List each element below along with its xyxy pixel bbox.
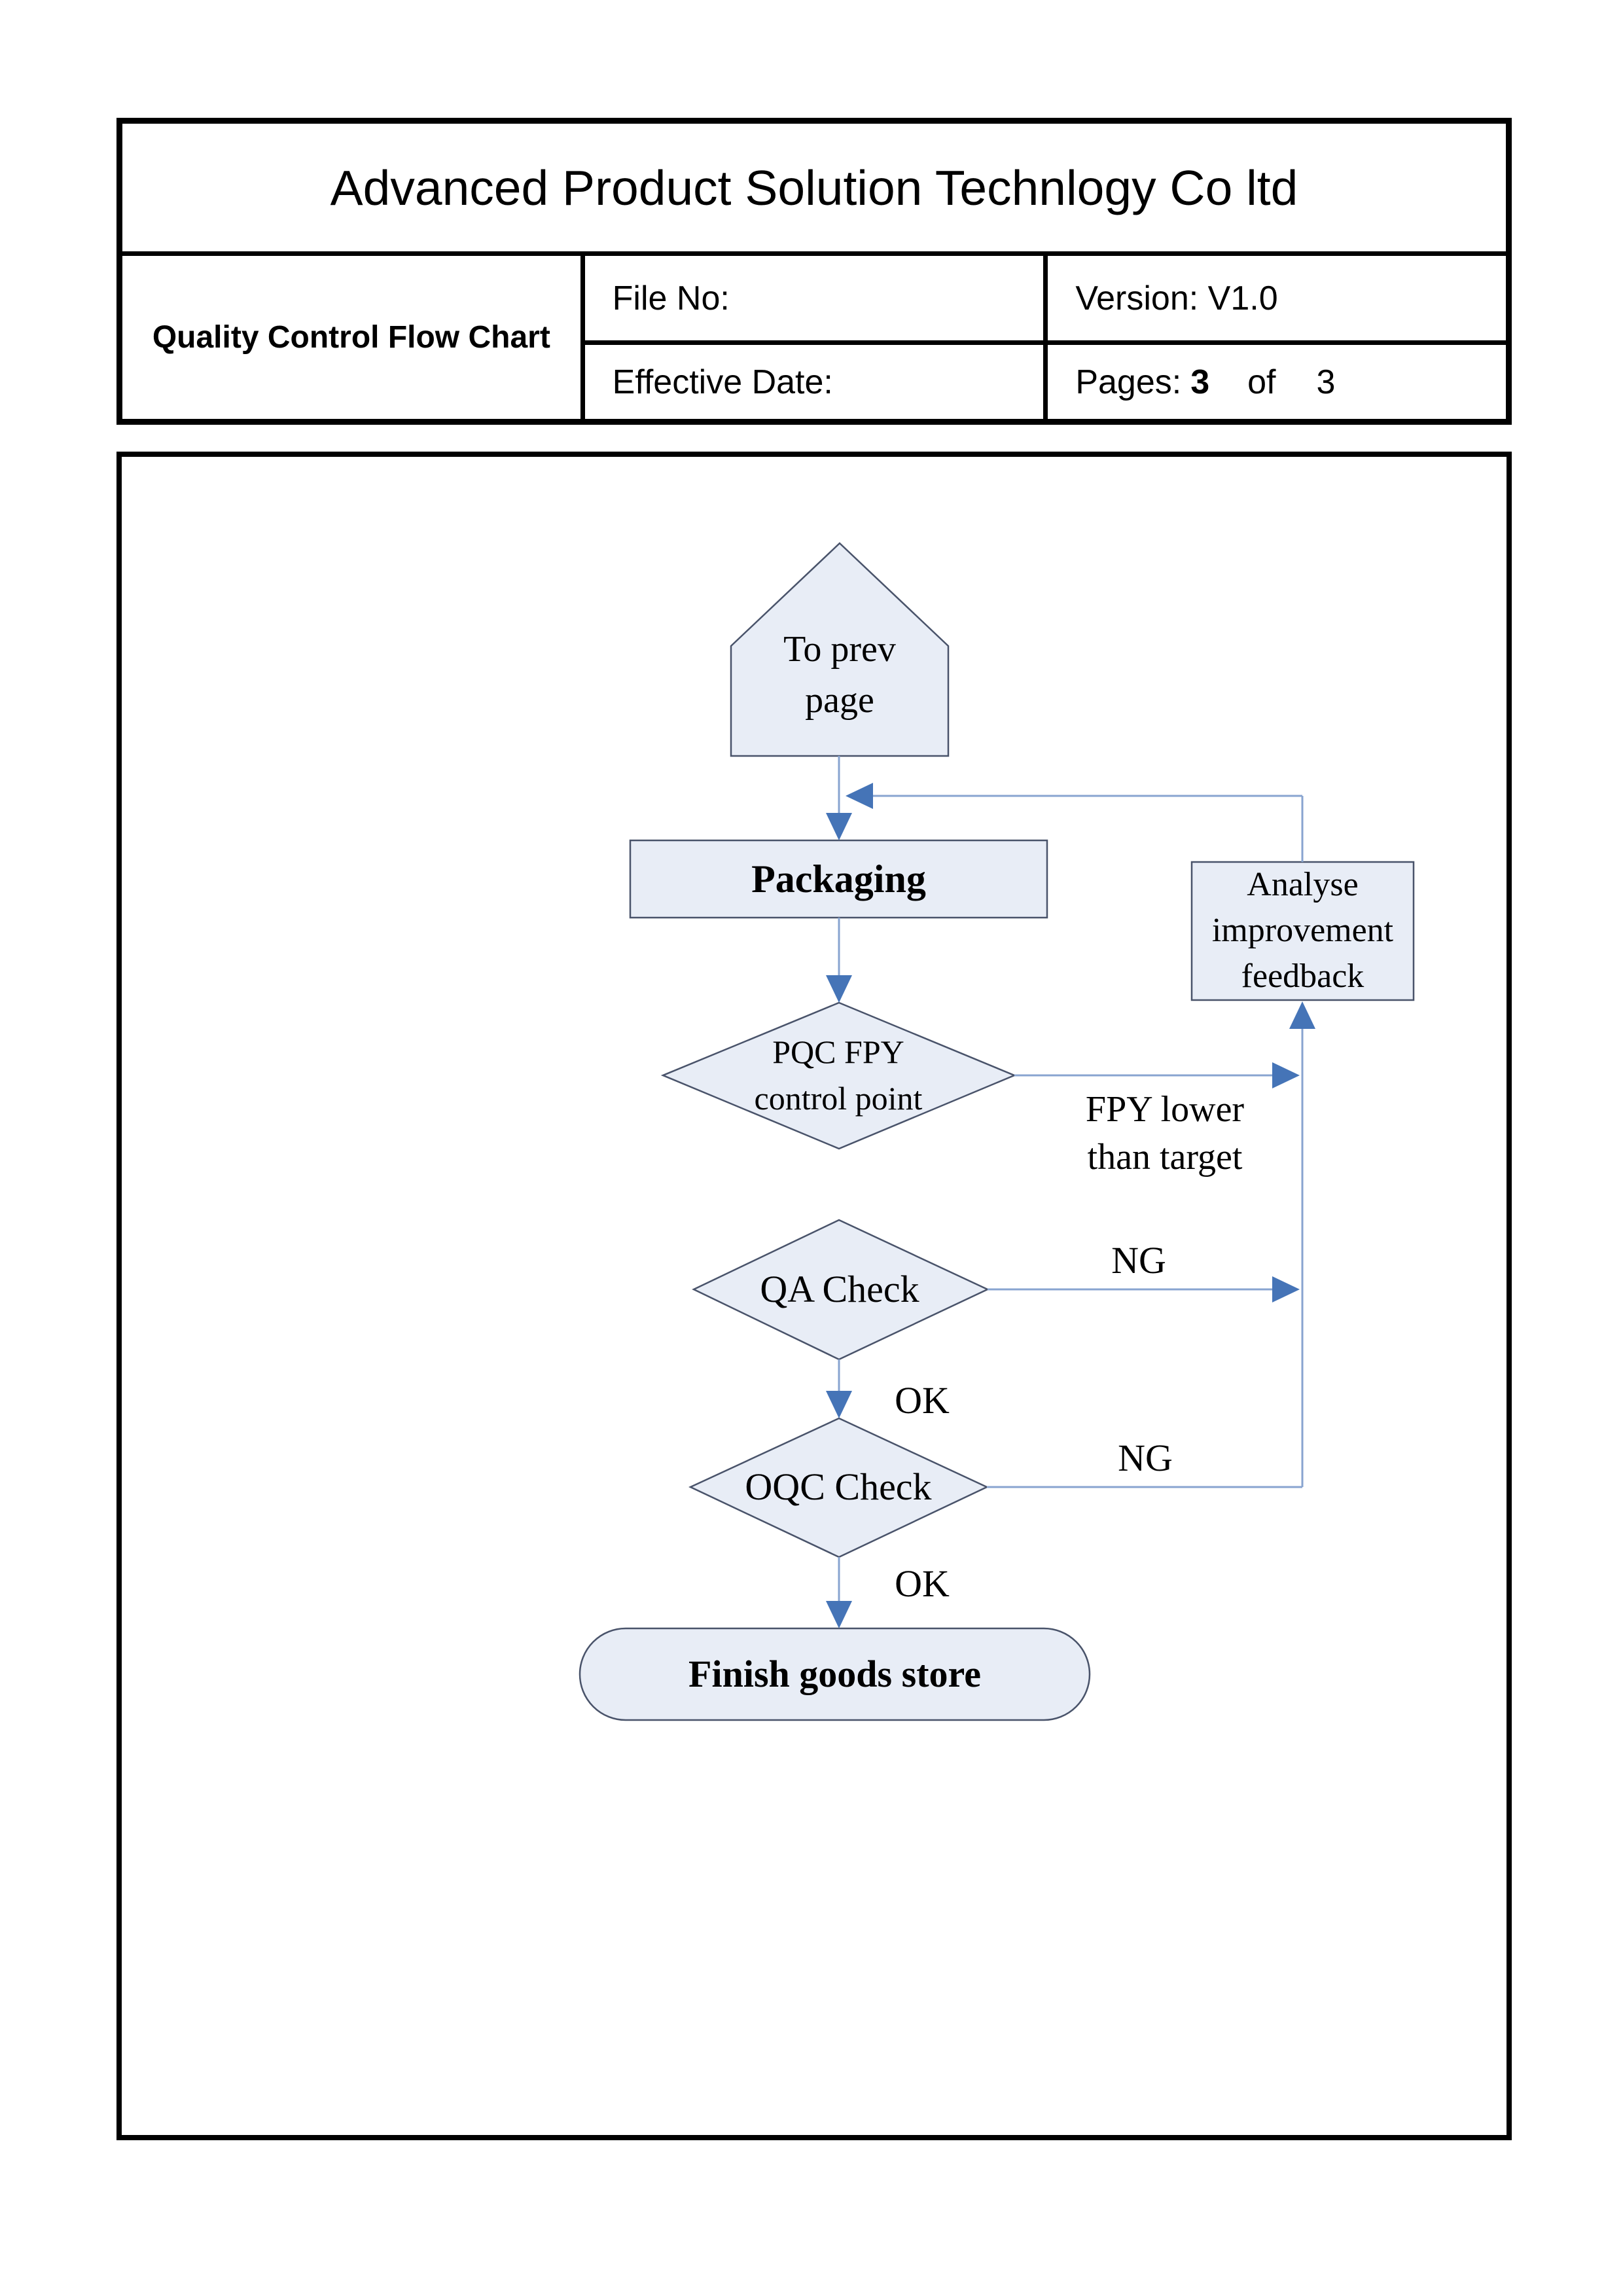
- oqc-check-label: OQC Check: [745, 1465, 932, 1508]
- analyse-feedback-box: [1190, 861, 1415, 1001]
- arrowhead-down-finish: [826, 1601, 852, 1628]
- arrowhead-right-qa-ng: [1272, 1276, 1300, 1302]
- file-no-cell: File No:: [580, 251, 1048, 345]
- analyse-feedback-label: Analyse improvement feedback: [1211, 866, 1394, 995]
- oqc-ok-label: OK: [895, 1562, 950, 1605]
- company-title: Advanced Product Solution Technlogy Co l…: [117, 118, 1511, 256]
- pqc-fpy-diamond: [660, 1001, 1017, 1150]
- finish-goods-store-shape: [579, 1627, 1091, 1721]
- effective-date-cell: Effective Date:: [580, 340, 1048, 424]
- pqc-fpy-label: PQC FPY control point: [754, 1033, 923, 1117]
- version-cell: Version: V1.0: [1043, 251, 1511, 345]
- oqc-ng-label: NG: [1118, 1437, 1173, 1479]
- arrowhead-down-pqc: [826, 975, 852, 1003]
- pages-of: of: [1247, 363, 1276, 401]
- header-table: Advanced Product Solution Technlogy Co l…: [116, 118, 1512, 425]
- arrowhead-down-packaging: [826, 813, 852, 840]
- arrowhead-up-analyse: [1289, 1001, 1315, 1029]
- arrowhead-right-fpy: [1272, 1062, 1300, 1088]
- arrowhead-down-oqc: [826, 1391, 852, 1418]
- pages-label: Pages:: [1075, 363, 1182, 401]
- packaging-label: Packaging: [751, 857, 926, 901]
- finish-goods-store-label: Finish goods store: [688, 1653, 981, 1695]
- packaging-box: [629, 839, 1048, 919]
- fpy-condition-label: FPY lower than target: [1085, 1089, 1245, 1177]
- to-prev-page-label: To prev page: [783, 629, 896, 721]
- arrowhead-left-return: [846, 783, 873, 809]
- pages-current: 3: [1190, 363, 1210, 401]
- pages-total: 3: [1316, 363, 1336, 401]
- qa-ng-label: NG: [1111, 1239, 1166, 1282]
- qa-check-label: QA Check: [760, 1268, 919, 1310]
- qa-ok-label: OK: [895, 1379, 950, 1422]
- doc-title-cell: Quality Control Flow Chart: [117, 251, 585, 424]
